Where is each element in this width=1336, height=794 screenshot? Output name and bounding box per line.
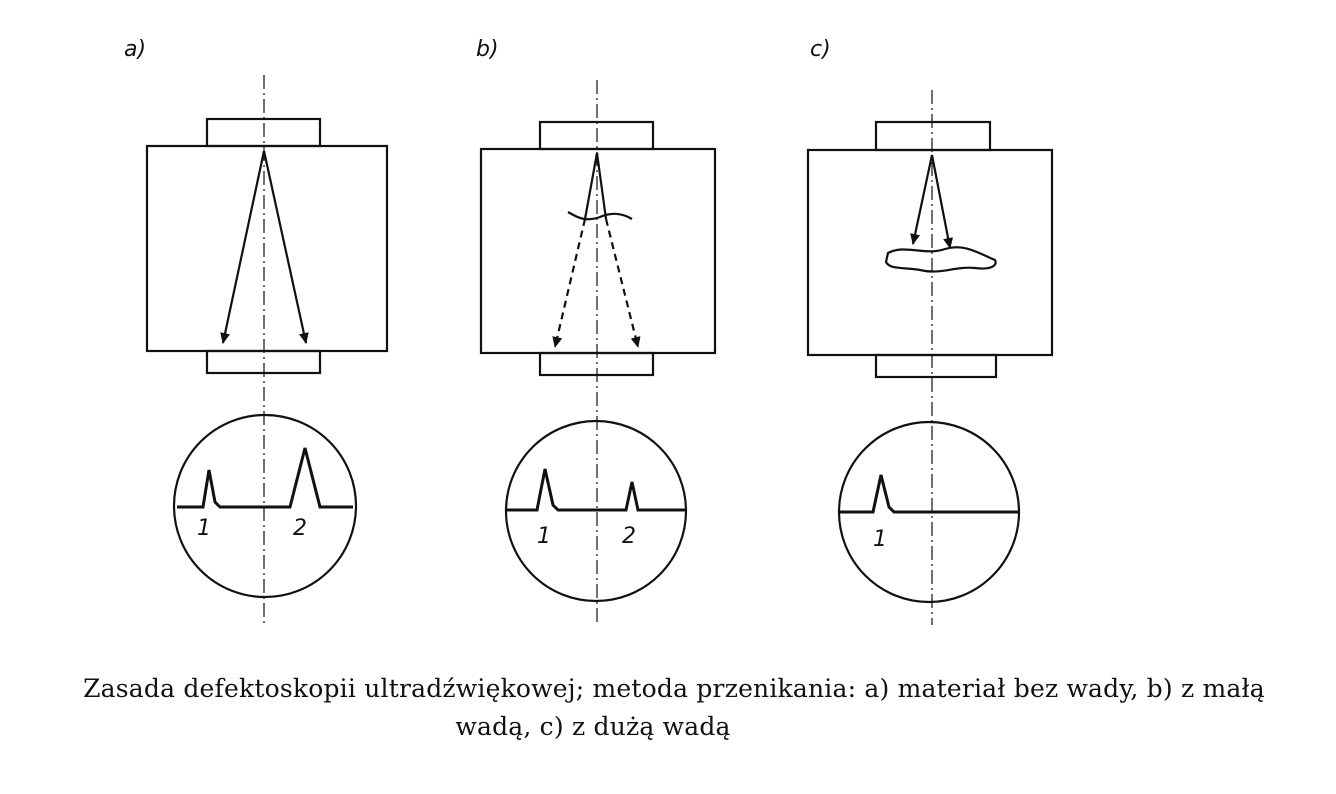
panel-a-peak-label-2: 2 bbox=[293, 516, 307, 541]
panel-a-signal-trace bbox=[177, 447, 353, 509]
panel-b-peak-label-2: 2 bbox=[622, 524, 636, 549]
panel-c-beam-left bbox=[910, 154, 934, 245]
panel-a-peak-label-1: 1 bbox=[197, 516, 211, 541]
panel-b-beam-left-upper bbox=[583, 152, 599, 220]
panel-b-small-defect bbox=[567, 211, 633, 221]
panel-b-test-block bbox=[479, 147, 717, 355]
panel-b-receiver-probe bbox=[538, 351, 655, 377]
panel-c-beam-right bbox=[930, 154, 954, 249]
panel-c-letter: c) bbox=[810, 37, 831, 62]
panel-c-peak-label-1: 1 bbox=[873, 527, 887, 552]
panel-a-beam-right bbox=[262, 150, 309, 344]
panel-b: b) 1 2 bbox=[476, 37, 717, 625]
panel-a-oscilloscope-screen bbox=[172, 413, 358, 599]
panel-a-test-block bbox=[145, 144, 389, 353]
panel-a-receiver-probe bbox=[205, 349, 322, 375]
panel-a: a) 1 2 bbox=[124, 37, 389, 625]
panel-b-letter: b) bbox=[476, 37, 499, 62]
panel-b-beam-right-upper bbox=[595, 152, 608, 220]
panel-b-peak-label-1: 1 bbox=[537, 524, 551, 549]
panel-a-beam-left bbox=[220, 150, 266, 344]
panel-c-large-defect bbox=[884, 246, 997, 273]
panel-a-letter: a) bbox=[124, 37, 146, 62]
panel-c-transmitter-probe bbox=[874, 120, 992, 152]
figure-caption-line-1: Zasada defektoskopii ultradźwiękowej; me… bbox=[83, 674, 1265, 703]
panel-c-receiver-probe bbox=[874, 353, 998, 379]
panel-b-beam-right-lower bbox=[604, 218, 641, 348]
panel-b-oscilloscope-screen bbox=[504, 419, 688, 603]
panel-c: c) 1 bbox=[806, 37, 1054, 625]
panel-b-beam-left-lower bbox=[552, 218, 587, 348]
panel-b-signal-trace bbox=[507, 468, 685, 512]
panel-c-test-block bbox=[806, 148, 1054, 357]
panel-c-signal-trace bbox=[839, 474, 1019, 514]
figure-caption-line-2: wadą, c) z dużą wadą bbox=[455, 712, 731, 741]
